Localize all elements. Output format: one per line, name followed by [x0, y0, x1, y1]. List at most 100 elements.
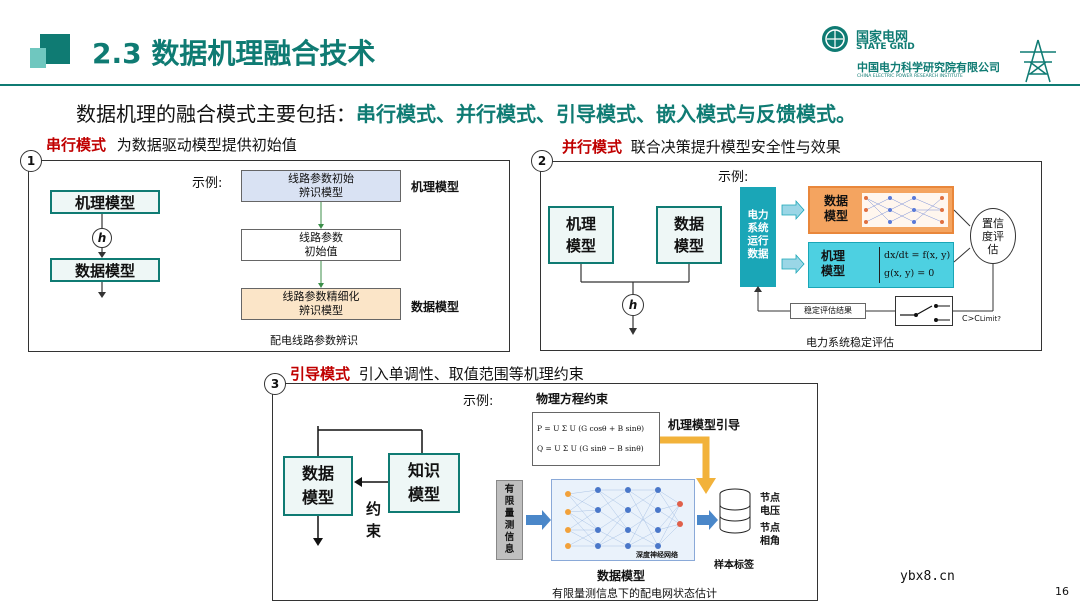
panel3-mech-guide: 机理模型引导 — [668, 418, 741, 432]
panel2-switch-box — [895, 296, 953, 326]
panel2-equation-1: dx/dt = f(x, y) — [884, 250, 951, 261]
panel3-output-1: 节点 — [760, 493, 780, 504]
panel2-mech-line1: 机理 — [565, 215, 596, 233]
watermark: ybx8.cn — [900, 569, 955, 584]
panel2-data-model-label: 数据 模型 — [824, 194, 848, 224]
panel1-header: 串行模式 为数据驱动模型提供初始值 — [46, 134, 297, 155]
panel2-center-3: 运行 — [747, 235, 769, 247]
panel1-number-badge: 1 — [20, 150, 42, 172]
panel3-output-2: 电压 — [760, 506, 780, 517]
panel3-caption: 有限量测信息下的配电网状态估计 — [552, 587, 717, 600]
panel3-dm-line1: 数据 — [301, 464, 334, 483]
panel3-neural-network: 深度神经网络 — [551, 479, 695, 561]
panel2-center-2: 系统 — [747, 222, 769, 234]
panel2-mech-model-box: 机理 模型 dx/dt = f(x, y) g(x, y) = 0 — [808, 242, 954, 288]
panel3-input-box: 有 限 量 测 信 息 — [496, 480, 523, 560]
panel3-input-3: 量 — [504, 508, 515, 519]
panel1-side-label-data: 数据模型 — [411, 300, 460, 314]
panel3-mode-name: 引导模式 — [290, 365, 351, 383]
page-number: 16 — [1055, 585, 1069, 598]
panel2-header: 并行模式 联合决策提升模型安全性与效果 — [562, 136, 841, 157]
panel2-dm-line2: 模型 — [824, 209, 849, 223]
panel3-input-5: 信 — [504, 532, 515, 543]
panel3-data-model-label: 数据模型 — [597, 569, 646, 583]
panel1-flow-box-2: 线路参数 初始值 — [241, 229, 401, 261]
institute-cn: 中国电力科学研究院有限公司 — [857, 61, 1000, 74]
panel1-flow-box-3: 线路参数精细化 辨识模型 — [241, 288, 401, 320]
panel3-nn-label: 深度神经网络 — [636, 551, 678, 559]
state-grid-logo-icon — [822, 26, 848, 52]
intro-modes: 串行模式、并行模式、引导模式、嵌入模式与反馈模式。 — [356, 102, 856, 126]
panel3-constraint-1: 约 — [366, 500, 382, 518]
panel1-side-label-mechanism: 机理模型 — [411, 180, 460, 194]
panel2-equations: dx/dt = f(x, y) g(x, y) = 0 — [879, 247, 950, 283]
panel2-data-line2: 模型 — [673, 237, 704, 255]
neural-network-icon — [565, 487, 683, 549]
logo-en: STATE GRID — [856, 42, 915, 52]
panel1-flow-1-line1: 线路参数初始 — [288, 172, 354, 185]
panel3-eq-q: Q = U Σ U (G sinθ − B sinθ) — [537, 444, 644, 453]
panel2-mech-model-label: 机理 模型 — [821, 249, 845, 279]
database-icon — [718, 488, 752, 534]
panel1-h-node: h — [92, 228, 112, 248]
panel3-input-1: 有 — [504, 484, 515, 495]
panel3-eq-p: P = U Σ U (G cosθ + B sinθ) — [537, 424, 645, 433]
panel2-condition-main: C>C — [962, 314, 980, 323]
panel3-data-model: 数据 模型 — [283, 456, 353, 516]
section-marker-accent — [30, 48, 46, 68]
panel3-input-4: 测 — [504, 520, 515, 531]
panel1-caption: 配电线路参数辨识 — [270, 334, 358, 347]
logo-cn: 国家电网 — [856, 30, 909, 45]
panel2-data-model-box: 数据 模型 — [808, 186, 954, 234]
panel3-example-label: 示例: — [463, 394, 494, 409]
panel3-output-4: 相角 — [760, 536, 780, 547]
panel3-km-line2: 模型 — [407, 485, 440, 504]
panel2-eval-result: 稳定评估结果 — [790, 303, 866, 319]
switch-icon — [900, 304, 950, 322]
panel2-result-1: 置信 — [982, 217, 1004, 230]
panel2-confidence-node: 置信 度评 估 — [970, 208, 1016, 264]
panel2-dm-line1: 数据 — [824, 194, 849, 208]
panel2-center-1: 电力 — [747, 209, 769, 221]
panel1-data-model: 数据模型 — [50, 258, 160, 282]
panel3-number-badge: 3 — [264, 373, 286, 395]
transmission-tower-icon — [1016, 38, 1060, 84]
panel2-caption: 电力系统稳定评估 — [806, 336, 894, 349]
panel3-physics-title: 物理方程约束 — [536, 392, 609, 406]
panel1-description: 为数据驱动模型提供初始值 — [116, 136, 297, 154]
panel2-result-3: 估 — [987, 243, 999, 256]
panel3-constraint-label: 约 束 — [366, 498, 381, 542]
panel2-data-line1: 数据 — [673, 215, 704, 233]
panel2-condition: C>CLimit? — [962, 314, 1001, 323]
panel2-power-data-box: 电力 系统 运行 数据 — [740, 187, 776, 287]
panel2-condition-sub: Limit? — [979, 315, 1001, 323]
panel1-flow-1-line2: 辨识模型 — [299, 186, 343, 199]
panel2-description: 联合决策提升模型安全性与效果 — [630, 138, 841, 156]
panel3-km-line1: 知识 — [407, 461, 440, 480]
panel1-flow-2-line2: 初始值 — [304, 245, 338, 258]
page-title: 2.3 数据机理融合技术 — [92, 37, 376, 70]
panel2-equation-2: g(x, y) = 0 — [884, 268, 935, 279]
panel2-center-4: 数据 — [747, 248, 769, 260]
panel3-physics-equations: P = U Σ U (G cosθ + B sinθ) Q = U Σ U (G… — [532, 412, 660, 466]
panel2-network-graphic — [862, 193, 948, 227]
panel1-mode-name: 串行模式 — [46, 136, 107, 154]
panel3-dm-line2: 模型 — [301, 488, 334, 507]
panel2-h-node: h — [622, 294, 644, 316]
panel2-mode-name: 并行模式 — [562, 138, 623, 156]
panel2-example-label: 示例: — [718, 170, 749, 185]
panel2-mm-line2: 模型 — [821, 264, 846, 278]
panel2-mechanism-model: 机理 模型 — [548, 206, 614, 264]
intro-line: 数据机理的融合模式主要包括：串行模式、并行模式、引导模式、嵌入模式与反馈模式。 — [76, 98, 856, 127]
panel1-flow-2-line1: 线路参数 — [299, 231, 343, 244]
panel2-result-2: 度评 — [982, 230, 1004, 243]
panel3-sample-label: 样本标签 — [714, 560, 754, 571]
panel2-mech-line2: 模型 — [565, 237, 596, 255]
panel2-mm-line1: 机理 — [821, 249, 846, 263]
header-divider — [0, 84, 1080, 86]
panel3-description: 引入单调性、取值范围等机理约束 — [358, 365, 584, 383]
panel3-output-labels: 节点 电压 节点 相角 — [760, 492, 780, 548]
panel1-example-label: 示例: — [192, 176, 223, 191]
panel3-constraint-2: 束 — [366, 522, 382, 540]
panel1-mechanism-model: 机理模型 — [50, 190, 160, 214]
